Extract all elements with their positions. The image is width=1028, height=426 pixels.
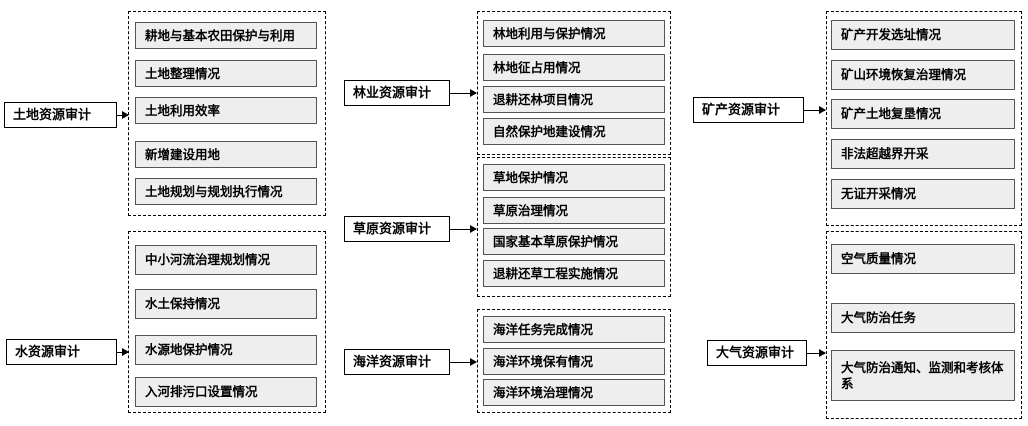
ocean-item: 海洋环境治理情况 (483, 379, 665, 406)
air-group: 空气质量情况 大气防治任务 大气防治通知、监测和考核体系 (826, 231, 1022, 419)
ocean-item: 海洋任务完成情况 (483, 316, 665, 343)
forest-item: 林地征占用情况 (483, 54, 665, 81)
ocean-audit-label: 海洋资源审计 (344, 349, 450, 375)
grassland-item: 草地保护情况 (483, 164, 665, 191)
ocean-group: 海洋任务完成情况 海洋环境保有情况 海洋环境治理情况 (477, 309, 671, 413)
ocean-arrow (450, 358, 477, 366)
land-arrow (117, 111, 129, 119)
air-arrow (807, 349, 826, 357)
land-item: 土地整理情况 (135, 60, 317, 87)
land-audit-label: 土地资源审计 (4, 102, 117, 128)
mineral-item: 无证开采情况 (831, 179, 1015, 209)
grassland-item: 草原治理情况 (483, 197, 665, 224)
forest-item: 林地利用与保护情况 (483, 20, 665, 47)
air-item: 大气防治通知、监测和考核体系 (831, 350, 1015, 401)
grassland-item: 退耕还草工程实施情况 (483, 260, 665, 287)
water-item: 入河排污口设置情况 (135, 377, 317, 407)
air-item: 空气质量情况 (831, 244, 1015, 274)
water-audit-label: 水资源审计 (6, 339, 117, 365)
grassland-arrow (450, 225, 477, 233)
forest-audit-label: 林业资源审计 (344, 80, 450, 106)
air-item: 大气防治任务 (831, 303, 1015, 333)
grassland-group: 草地保护情况 草原治理情况 国家基本草原保护情况 退耕还草工程实施情况 (477, 157, 671, 297)
land-item: 土地规划与规划执行情况 (135, 178, 317, 205)
mineral-item: 非法超越界开采 (831, 139, 1015, 169)
land-group: 耕地与基本农田保护与利用 土地整理情况 土地利用效率 新增建设用地 土地规划与规… (128, 11, 326, 216)
mineral-item: 矿产开发选址情况 (831, 20, 1015, 50)
air-audit-label: 大气资源审计 (707, 340, 807, 366)
water-item: 中小河流治理规划情况 (135, 245, 317, 275)
forest-item: 退耕还林项目情况 (483, 86, 665, 113)
ocean-item: 海洋环境保有情况 (483, 348, 665, 375)
forest-item: 自然保护地建设情况 (483, 118, 665, 145)
water-group: 中小河流治理规划情况 水土保持情况 水源地保护情况 入河排污口设置情况 (128, 231, 326, 413)
mineral-item: 矿山环境恢复治理情况 (831, 60, 1015, 90)
grassland-audit-label: 草原资源审计 (344, 216, 450, 242)
water-arrow (117, 348, 129, 356)
land-item: 耕地与基本农田保护与利用 (135, 22, 317, 49)
land-item: 土地利用效率 (135, 97, 317, 124)
land-item: 新增建设用地 (135, 141, 317, 168)
mineral-item: 矿产土地复垦情况 (831, 99, 1015, 129)
mineral-audit-label: 矿产资源审计 (693, 97, 804, 123)
forest-arrow (450, 89, 477, 97)
mineral-arrow (804, 106, 826, 114)
water-item: 水源地保护情况 (135, 335, 317, 365)
grassland-item: 国家基本草原保护情况 (483, 228, 665, 255)
mineral-group: 矿产开发选址情况 矿山环境恢复治理情况 矿产土地复垦情况 非法超越界开采 无证开… (826, 11, 1022, 226)
water-item: 水土保持情况 (135, 289, 317, 319)
forest-group: 林地利用与保护情况 林地征占用情况 退耕还林项目情况 自然保护地建设情况 (477, 11, 671, 155)
